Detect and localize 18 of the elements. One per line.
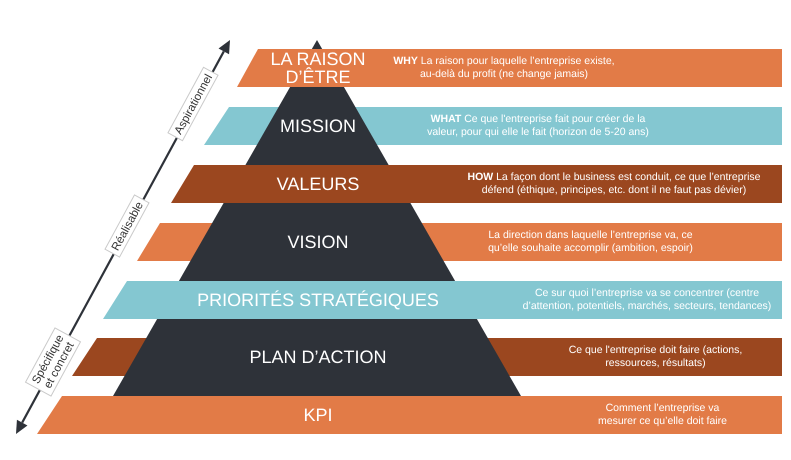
level-title: MISSION	[280, 117, 356, 135]
description-text: HOW La façon dont le business est conduit, ce que l’entreprise défend (éthique, principes, etc. dont il ne faut pas dévier)	[466, 171, 762, 197]
description-text: Ce sur quoi l’entreprise va se concentrer (centre d’attention, potentiels, marchés, secteurs, tendances)	[522, 287, 772, 313]
description-text: WHAT Ce que l'entreprise fait pour créer de la valeur, pour qui elle le fait (horizon de 5-20 ans)	[426, 113, 650, 139]
level-title: KPI	[304, 406, 332, 424]
description-text: Ce que l'entreprise doit faire (actions, ressources, résultats)	[568, 344, 744, 370]
description-text: La direction dans laquelle l’entreprise va, ce qu’elle souhaite accomplir (ambition, espoir)	[488, 229, 693, 255]
level-band	[237, 49, 782, 87]
level-title: PRIORITÉS STRATÉGIQUES	[197, 291, 439, 309]
level-title: PLAN D’ACTION	[249, 348, 387, 366]
level-band	[103, 281, 782, 319]
description-text: WHY La raison pour laquelle l’entreprise existe, au-delà du profit (ne change jamais)	[392, 55, 616, 81]
level-title: VALEURS	[276, 175, 360, 193]
level-title: LA RAISON D’ÊTRE	[269, 50, 367, 86]
level-title: VISION	[288, 233, 348, 251]
level-band	[37, 396, 782, 434]
description-text: Comment l’entreprise va mesurer ce qu’elle doit faire	[597, 402, 728, 428]
level-band	[171, 165, 782, 203]
